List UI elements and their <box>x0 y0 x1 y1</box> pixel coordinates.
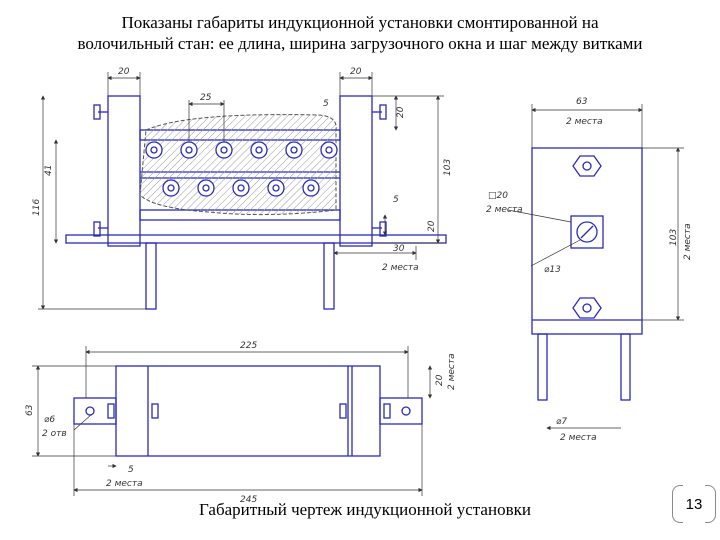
dim-phi7: ⌀7 <box>556 417 567 427</box>
dim-30: 30 <box>393 244 405 254</box>
loading-window <box>570 215 604 249</box>
dim-20-right: 20 <box>350 67 362 77</box>
dim-245: 245 <box>240 495 257 505</box>
coil-turns-top <box>145 141 338 159</box>
side-body <box>531 147 643 335</box>
dim-20-low: 20 <box>427 220 437 232</box>
dim-41: 41 <box>44 165 54 176</box>
side-leg-left <box>537 333 548 401</box>
bottom-nut <box>572 297 602 319</box>
top-bolt-left <box>93 104 108 120</box>
right-bracket <box>705 485 716 523</box>
dim-20-plan: 20 <box>435 374 445 386</box>
leg-left <box>145 242 157 310</box>
dim-2-places: 2 места <box>382 263 419 273</box>
top-bolt-right <box>372 104 387 120</box>
plan-flange-right <box>379 397 423 425</box>
dim-2-places-top: 2 места <box>566 117 603 127</box>
figure-caption: Габаритный чертеж индукционной установки <box>199 500 531 519</box>
hole-right <box>401 406 411 416</box>
front-dimension-labels: 20 20 25 5 20 41 103 116 5 20 30 2 места <box>32 67 453 273</box>
right-post <box>339 95 373 247</box>
dim-2-places-right: 2 места <box>683 223 693 260</box>
side-leg-right <box>620 333 631 401</box>
slide-title: Показаны габариты индукционной установки… <box>0 12 720 54</box>
low-bolt-right <box>372 221 387 237</box>
low-bolt-left <box>93 221 108 237</box>
base-plate <box>65 234 447 244</box>
coil-turns-bottom <box>162 179 320 197</box>
side-view <box>531 147 643 401</box>
title-line-1: Показаны габариты индукционной установки… <box>121 13 599 32</box>
coil-winding <box>139 114 337 216</box>
dim-25: 25 <box>200 93 212 103</box>
plan-flange-left <box>73 397 117 425</box>
dim-2-places-bottom: 2 места <box>560 433 597 443</box>
dim-2-holes: 2 отв <box>42 429 67 439</box>
page-number: 13 <box>672 485 716 523</box>
dim-5-plan: 5 <box>128 465 134 475</box>
dim-phi13: ⌀13 <box>544 265 561 275</box>
dim-20-left: 20 <box>118 67 130 77</box>
dim-2-places-plan-bottom: 2 места <box>106 479 143 489</box>
hole-left <box>85 406 95 416</box>
dim-225: 225 <box>240 341 257 351</box>
dim-phi6: ⌀6 <box>44 415 55 425</box>
front-dimensions <box>38 72 444 310</box>
dim-sq20: □20 <box>488 191 508 201</box>
left-post <box>107 95 141 247</box>
title-line-2: волочильный стан: ее длина, ширина загру… <box>77 34 643 53</box>
page-number-text: 13 <box>685 495 703 513</box>
dim-20-side: 20 <box>396 106 406 118</box>
dim-116: 116 <box>32 199 42 216</box>
plan-view <box>73 365 423 457</box>
dim-63-side: 63 <box>576 97 588 107</box>
window-hole <box>576 221 598 243</box>
dim-103-side: 103 <box>669 229 679 246</box>
left-bracket <box>672 485 683 523</box>
side-dimension-labels: 63 2 места □20 2 места 103 2 места ⌀13 ⌀… <box>486 97 693 443</box>
dim-5-low: 5 <box>393 195 399 205</box>
dim-103: 103 <box>443 159 453 176</box>
side-dimensions <box>507 104 684 431</box>
technical-drawing: 20 20 25 5 20 41 103 116 5 20 30 2 места <box>25 67 693 505</box>
dim-63-plan: 63 <box>25 404 35 416</box>
dim-5-top: 5 <box>323 99 329 109</box>
dim-2-places-plan-right: 2 места <box>447 353 457 390</box>
leg-right <box>323 242 335 310</box>
dim-2-places-sq: 2 места <box>486 205 523 215</box>
top-nut <box>572 155 602 177</box>
plan-dimensions <box>32 346 433 496</box>
plan-dimension-labels: 225 20 2 места 63 ⌀6 2 отв 5 2 места 245 <box>25 341 457 505</box>
